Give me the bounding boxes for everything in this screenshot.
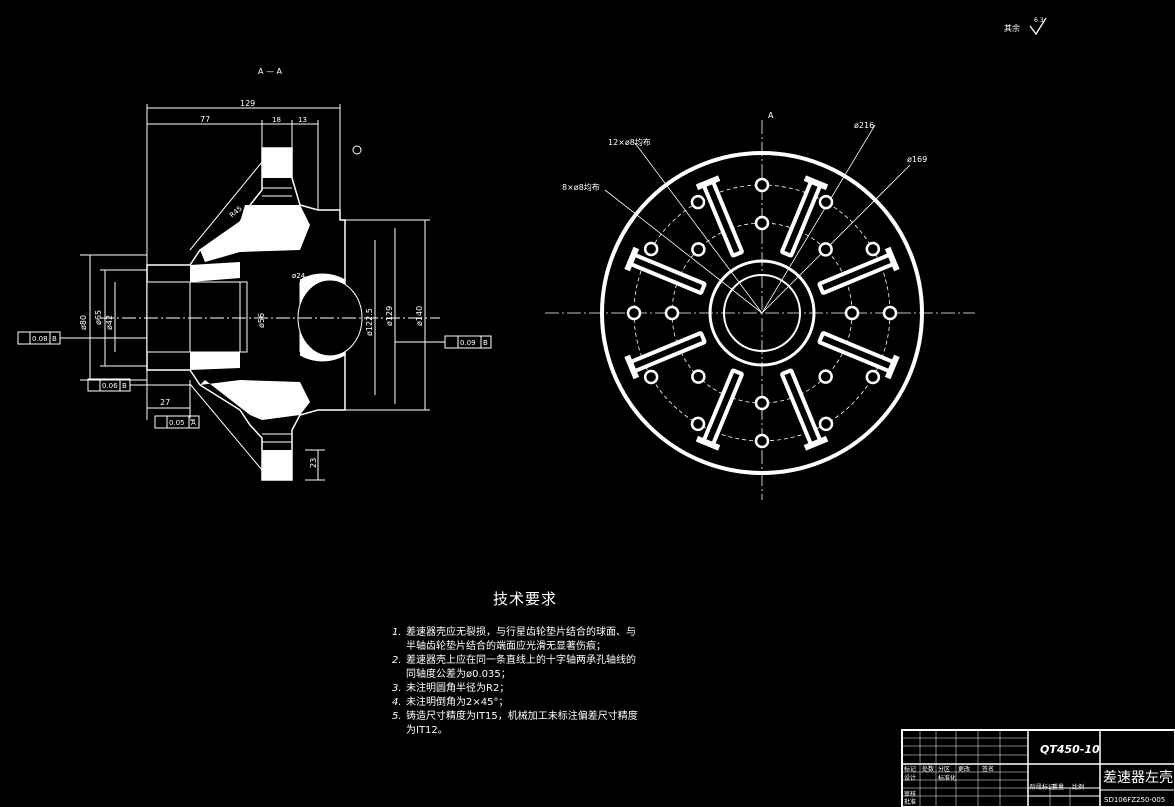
outer-hole-9 [690,194,706,210]
rib-7 [780,175,829,258]
req-line-4: 同轴度公差为ø0.035； [406,669,511,680]
outer-hole-2 [865,369,881,385]
cell-approve: 批准 [904,799,917,806]
rib-2 [780,368,829,451]
label-phi169: ø169 [907,155,927,164]
roughness-value: 6.3 [1034,17,1044,24]
cell-zone: 分区 [938,766,951,773]
tolerance-right: 0.09 B [444,335,492,349]
outer-hole-11 [818,194,834,210]
rib-4 [624,331,707,380]
end-view-ribs [624,175,900,451]
outer-hole-4 [754,433,770,449]
inner-hole-6 [691,242,706,257]
dim-phi129: ø129 [385,306,394,326]
other-surfaces-note: 其余 [1004,23,1020,33]
label-datum-a: A [768,111,774,120]
cell-weight: 重量 [1052,784,1065,791]
dim-18: 18 [272,116,281,124]
top-right-roughness: 其余 6.3 [1004,17,1047,36]
dim-phi65: ø65 [94,310,103,325]
dim-phi42: ø42 [105,315,114,330]
inner-hole-8 [818,242,833,257]
tolerance-perp: 0.05 A [154,415,200,429]
dim-phi56: ø56 [257,313,266,328]
rib-1 [817,331,900,380]
cell-design: 设计 [904,775,917,782]
req-line-2: 半轴齿轮垫片结合的端面应光滑无显著伤痕； [406,641,606,652]
dim-27: 27 [160,398,170,407]
inner-hole-3 [754,395,770,411]
tol-bottom-value: 0.06 [102,382,118,390]
outer-hole-1 [882,305,898,321]
inner-hole-7 [754,215,770,231]
section-view [60,104,445,481]
tol-right-ref: B [483,339,488,347]
tol-left-ref: B [52,335,57,343]
outer-hole-5 [690,416,706,432]
req-line-6: 4.未注明倒角为2×45°； [392,697,509,708]
rib-8 [817,246,900,295]
tol-bottom-ref: B [122,382,127,390]
inner-hole-1 [844,305,860,321]
cell-review: 审核 [904,791,917,798]
req-line-8: 为IT12。 [406,725,448,736]
end-view-holes [626,177,898,449]
cell-stage: 阶段标记 [1030,784,1055,791]
title-block [901,729,1175,807]
dim-129: 129 [240,99,255,108]
tolerance-bottom: 0.06 B [87,378,131,392]
dim-r24: ø24 [292,272,306,280]
outer-hole-7 [626,305,642,321]
tol-perp-value: 0.05 [169,419,185,427]
inner-hole-2 [818,369,833,384]
req-line-7: 5.铸造尺寸精度为IT15，机械加工未标注偏差尺寸精度 [392,711,638,722]
rib-3 [695,368,744,451]
rib-5 [624,246,707,295]
dim-13: 13 [298,116,307,124]
tol-perp-ref: A [191,419,196,427]
section-label: A — A [258,67,283,76]
label-holes8: 8×ø8均布 [562,182,600,192]
req-line-1: 1.差速器壳应无裂损，与行星齿轮垫片结合的球面、与 [392,627,636,638]
rib-6 [695,175,744,258]
cell-mark: 标记 [904,766,917,773]
cell-scale: 比例 [1072,784,1085,791]
cell-standard: 标准化 [938,775,957,782]
end-view-labels: ø216 ø169 12×ø8均布 8×ø8均布 A [562,111,927,192]
cell-sign: 签名 [982,766,995,773]
drawing-number: SD106FZ250-005 [1104,796,1166,804]
dim-phi140: ø140 [415,306,424,326]
req-line-5: 3.未注明圆角半径为R2； [392,683,510,694]
dim-phi122: ø122.5 [365,308,374,336]
cell-count: 处数 [922,766,935,773]
outer-hole-3 [818,416,834,432]
label-phi216: ø216 [854,121,874,130]
req-line-3: 2.差速器壳上应在同一条直线上的十字轴两承孔轴线的 [392,655,636,666]
dim-77: 77 [200,115,210,124]
inner-hole-5 [664,305,680,321]
material-label: QT450-10 [1040,743,1100,756]
dim-23: 23 [309,458,318,468]
outer-hole-10 [754,177,770,193]
inner-hole-4 [691,369,706,384]
tech-title: 技术要求 [493,590,558,608]
label-holes12: 12×ø8均布 [608,137,651,147]
outer-hole-6 [643,369,659,385]
tol-right-value: 0.09 [460,339,476,347]
part-name: 差速器左壳 [1103,770,1173,786]
tol-left-value: 0.08 [32,335,48,343]
dim-phi80: ø80 [79,315,88,330]
tolerance-left: 0.08 B [17,331,61,345]
cell-change: 更改 [958,766,971,773]
outer-hole-12 [865,241,881,257]
outer-hole-8 [643,241,659,257]
